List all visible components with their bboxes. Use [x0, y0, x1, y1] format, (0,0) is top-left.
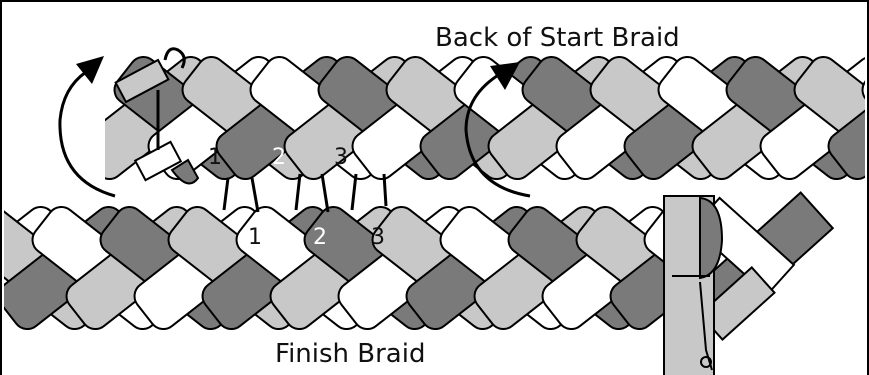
start-strand-number: 1 [208, 145, 222, 170]
start-braid-label: Back of Start Braid [435, 23, 680, 53]
curved-arrow-icon [58, 56, 116, 198]
start-strand-number: 3 [334, 145, 348, 170]
braid-strand-segment [827, 55, 865, 181]
stitch-lines [222, 173, 388, 213]
finish-braid [4, 205, 704, 331]
curved-arrow-icon [464, 62, 531, 198]
clamp-icon [663, 191, 835, 375]
finish-strand-number: 1 [248, 225, 262, 250]
finish-strand-number: 2 [313, 225, 327, 250]
start-braid-loose-ends [114, 58, 200, 185]
finish-strand-number: 3 [371, 225, 385, 250]
stitch-line [222, 177, 230, 211]
start-braid [105, 55, 865, 181]
needle-icon [156, 47, 186, 150]
start-strand-number: 2 [272, 145, 286, 170]
stitch-line [350, 173, 358, 211]
finish-braid-label: Finish Braid [275, 339, 425, 369]
stitch-line [382, 173, 388, 207]
stitch-line [250, 177, 260, 213]
stitch-line [294, 173, 302, 211]
stitch-line [320, 173, 330, 213]
